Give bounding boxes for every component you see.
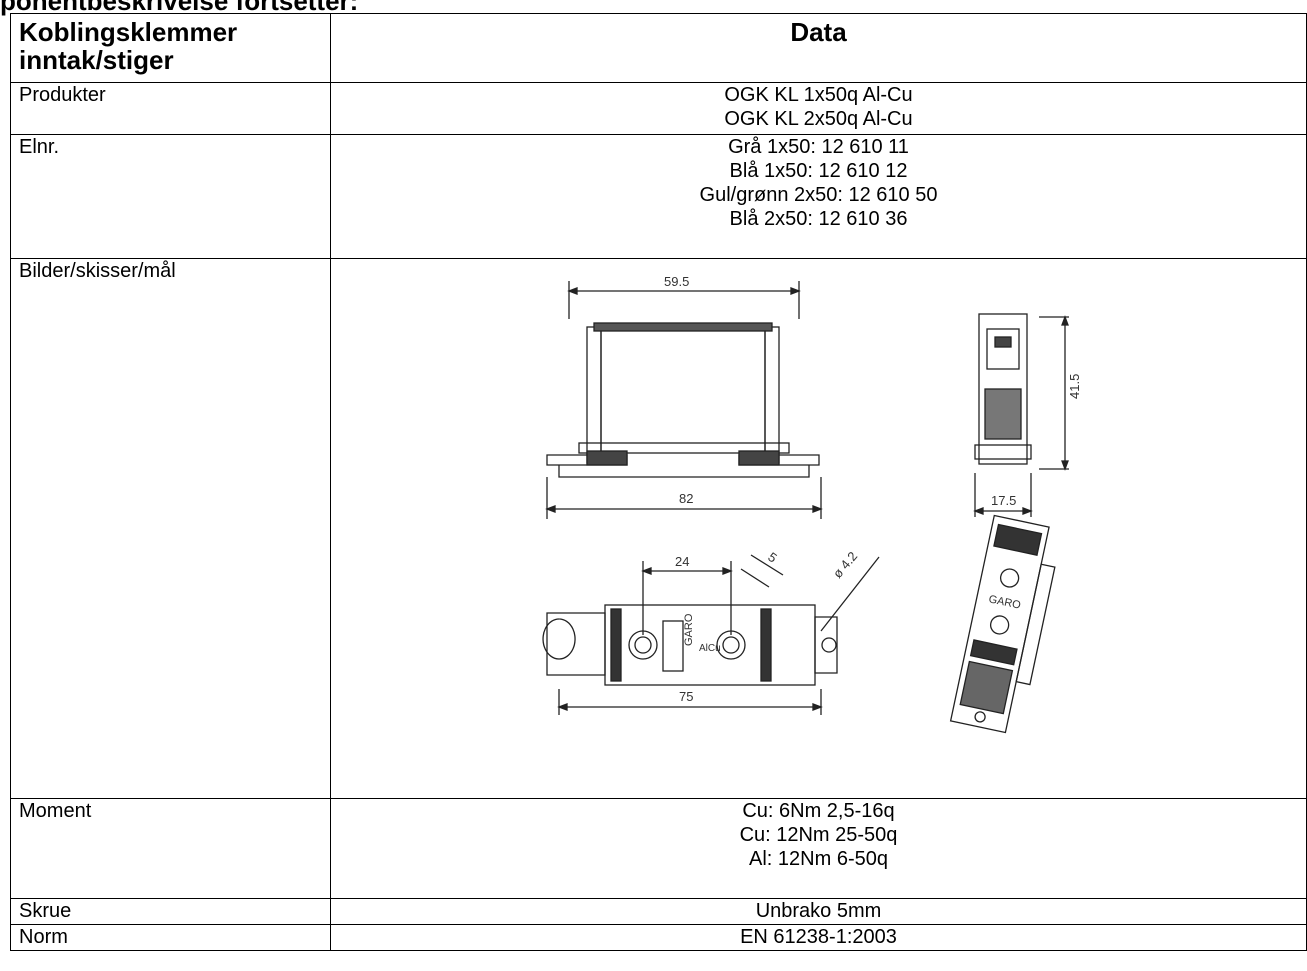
logo-garo: GARO	[683, 613, 695, 646]
row-label-elnr: Elnr.	[10, 134, 331, 259]
value-line: EN 61238-1:2003	[740, 926, 897, 948]
header-row: Koblingsklemmer inntak/stiger Data	[10, 13, 1307, 83]
dim-screw: 5	[765, 549, 780, 565]
value-line: Cu: 12Nm 25-50q	[739, 824, 898, 846]
row-values-skrue: Unbrako 5mm	[330, 898, 1307, 925]
row-norm: Norm EN 61238-1:2003	[10, 924, 1307, 951]
side-view: 41.5 17.5	[972, 313, 1082, 517]
row-label-skrue: Skrue	[10, 898, 331, 925]
row-values-norm: EN 61238-1:2003	[330, 924, 1307, 951]
page-heading: ponentbeskrivelse fortsetter:	[0, 0, 359, 16]
value-line: OGK KL 2x50q Al-Cu	[724, 108, 913, 130]
value-line: Unbrako 5mm	[755, 900, 882, 922]
value-line: Blå 2x50: 12 610 36	[729, 208, 908, 230]
value-line: Blå 1x50: 12 610 12	[729, 160, 908, 182]
value-line: Grå 1x50: 12 610 11	[728, 136, 909, 158]
marking-alcu: AlCu	[699, 643, 721, 654]
dim-length: 75	[679, 689, 693, 704]
row-values-elnr: Grå 1x50: 12 610 11 Blå 1x50: 12 610 12 …	[330, 134, 1307, 259]
row-elnr: Elnr. Grå 1x50: 12 610 11 Blå 1x50: 12 6…	[10, 134, 1307, 259]
dim-base-width: 82	[679, 491, 693, 506]
dim-height: 41.5	[1067, 374, 1082, 399]
value-line: Gul/grønn 2x50: 12 610 50	[699, 184, 938, 206]
row-label-bilder: Bilder/skisser/mål	[10, 258, 331, 799]
row-label-moment: Moment	[10, 798, 331, 899]
front-view: 59.5 82	[544, 274, 823, 519]
row-values-moment: Cu: 6Nm 2,5-16q Cu: 12Nm 25-50q Al: 12Nm…	[330, 798, 1307, 899]
perspective-view: GARO	[949, 514, 1056, 734]
value-line: Al: 12Nm 6-50q	[749, 848, 888, 870]
dim-side-width: 17.5	[991, 493, 1016, 508]
top-view: 24 5 ø 4.2 GARO AlCu	[541, 549, 880, 715]
perspective-logo: GARO	[987, 593, 1022, 612]
row-moment: Moment Cu: 6Nm 2,5-16q Cu: 12Nm 25-50q A…	[10, 798, 1307, 899]
row-produkter: Produkter OGK KL 1x50q Al-Cu OGK KL 2x50…	[10, 82, 1307, 135]
row-skrue: Skrue Unbrako 5mm	[10, 898, 1307, 925]
header-col2: Data	[330, 13, 1307, 83]
header-col1: Koblingsklemmer inntak/stiger	[10, 13, 331, 83]
row-label-produkter: Produkter	[10, 82, 331, 135]
drawing-cell: 59.5 82	[330, 258, 1307, 799]
row-bilder: Bilder/skisser/mål 59.5	[10, 258, 1307, 799]
dim-hole: ø 4.2	[829, 549, 860, 581]
row-values-produkter: OGK KL 1x50q Al-Cu OGK KL 2x50q Al-Cu	[330, 82, 1307, 135]
row-label-norm: Norm	[10, 924, 331, 951]
value-line: OGK KL 1x50q Al-Cu	[724, 84, 913, 106]
dim-hole-spacing: 24	[675, 554, 689, 569]
value-line: Cu: 6Nm 2,5-16q	[742, 800, 895, 822]
dim-top-width: 59.5	[664, 274, 689, 289]
spec-table: Koblingsklemmer inntak/stiger Data Produ…	[10, 13, 1307, 951]
technical-drawing: 59.5 82	[541, 274, 1082, 734]
